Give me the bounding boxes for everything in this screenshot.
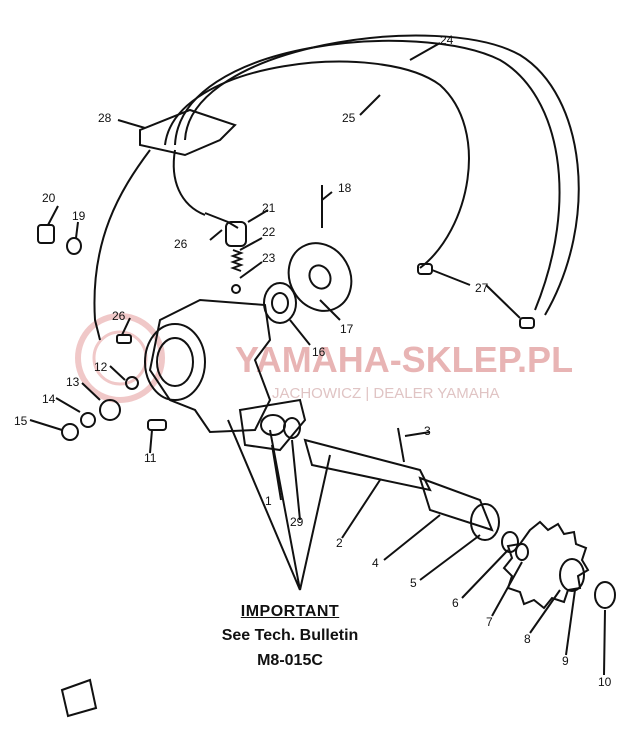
pump-pulley <box>156 337 194 387</box>
callout-labels: 1 2 3 4 5 6 7 8 9 10 11 12 13 14 15 16 1… <box>14 33 612 689</box>
watermark-brand: YAMAHA-SKLEP.PL <box>235 339 573 380</box>
bolt-11 <box>147 419 167 431</box>
callout-17: 17 <box>340 322 354 336</box>
callout-14: 14 <box>42 392 56 406</box>
plug-26-lower <box>116 334 132 344</box>
callout-16: 16 <box>312 345 326 359</box>
callout-2: 2 <box>336 536 343 550</box>
callout-5: 5 <box>410 576 417 590</box>
important-note-bulletin: See Tech. Bulletin <box>221 627 359 644</box>
washer-19 <box>66 237 82 255</box>
callout-9: 9 <box>562 654 569 668</box>
callout-10: 10 <box>598 675 612 689</box>
gear-8-hub <box>559 558 585 592</box>
callout-19: 19 <box>72 209 86 223</box>
callout-29: 29 <box>290 515 304 529</box>
nut-15 <box>61 423 79 441</box>
pump-cover <box>144 323 206 401</box>
important-note-title: IMPORTANT <box>240 603 340 620</box>
banjo-bolt-21 <box>225 221 247 247</box>
pump-body <box>148 298 272 434</box>
watermark-dealer: JACHOWICZ | DEALER YAMAHA <box>272 385 500 402</box>
callout-20: 20 <box>42 191 56 205</box>
worm-gear-8 <box>502 520 590 610</box>
bolt-20 <box>37 224 55 244</box>
oil-hose-25 <box>164 60 470 269</box>
callout-25: 25 <box>342 111 356 125</box>
callout-15: 15 <box>14 414 28 428</box>
pin-3 <box>397 427 405 463</box>
bearing-16-inner <box>271 292 289 314</box>
hose-end-27-b <box>519 317 535 329</box>
gasket-1 <box>238 398 307 452</box>
bearing-16 <box>263 282 297 324</box>
callout-26-lower: 26 <box>112 309 126 323</box>
callout-4: 4 <box>372 556 379 570</box>
feed-hose <box>172 149 206 216</box>
hose-end-27-a <box>417 263 433 275</box>
oil-hose-24 <box>174 39 561 311</box>
ball-23 <box>231 284 241 294</box>
callout-12: 12 <box>94 360 108 374</box>
callout-23: 23 <box>262 251 276 265</box>
callout-21: 21 <box>262 201 276 215</box>
delivery-hose <box>93 149 151 341</box>
important-note-code: M8-015C <box>257 652 323 669</box>
shaft-collar-4 <box>418 476 494 532</box>
hose-clamp-28 <box>139 108 237 157</box>
gasket-1-hole <box>260 414 286 436</box>
callout-1: 1 <box>265 494 272 508</box>
bearing-10 <box>594 581 616 609</box>
banjo-pipe <box>204 212 239 229</box>
washer-14 <box>80 412 96 428</box>
drive-shaft-2 <box>303 438 432 492</box>
callout-26-upper: 26 <box>174 237 188 251</box>
leader-lines <box>29 42 606 676</box>
plate-13 <box>99 399 121 421</box>
callout-18: 18 <box>338 181 352 195</box>
callout-28: 28 <box>98 111 112 125</box>
oring-29 <box>283 417 301 439</box>
gear-17 <box>287 242 353 312</box>
note-arrows <box>227 419 331 591</box>
callout-6: 6 <box>452 596 459 610</box>
front-arrow-badge <box>60 678 98 718</box>
circlip-7 <box>515 543 529 561</box>
callout-3: 3 <box>424 424 431 438</box>
gear-17-hub <box>308 264 332 290</box>
callout-8: 8 <box>524 632 531 646</box>
callout-11: 11 <box>144 451 157 465</box>
washer-5 <box>470 503 500 541</box>
callout-27: 27 <box>475 281 489 295</box>
watermark-logo <box>75 313 165 403</box>
callout-24: 24 <box>440 33 454 47</box>
callout-22: 22 <box>262 225 276 239</box>
spring-22 <box>230 249 244 272</box>
oil-hose-outer <box>184 34 580 316</box>
callout-13: 13 <box>66 375 80 389</box>
callout-7: 7 <box>486 615 493 629</box>
nut-12 <box>125 376 139 390</box>
